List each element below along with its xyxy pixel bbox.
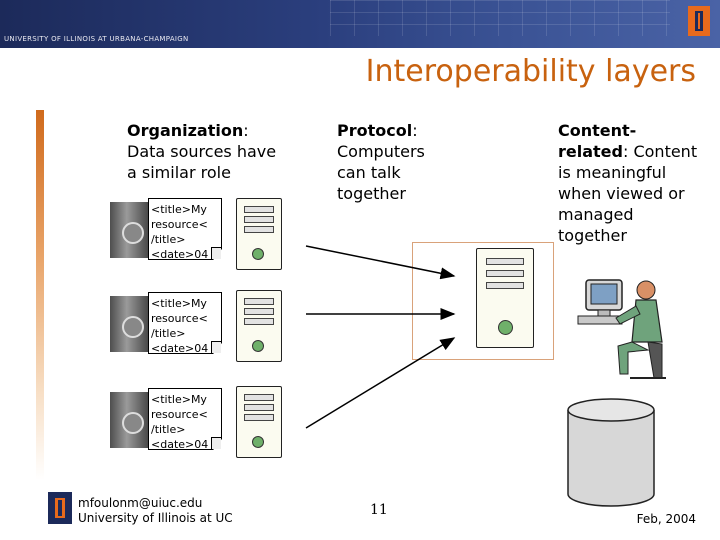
- photo-thumbnail: [110, 392, 152, 448]
- database-cylinder-icon: [567, 398, 655, 507]
- doc-line: resource<: [151, 312, 208, 325]
- desktop-computer-icon: [236, 386, 282, 458]
- left-accent-bar: [36, 110, 44, 480]
- document-icon: <title>My resource< /title> <date>04: [110, 388, 222, 452]
- footer-contact: mfoulonm@uiuc.edu University of Illinois…: [78, 496, 233, 526]
- photo-thumbnail: [110, 296, 152, 352]
- doc-line: <date>04: [151, 342, 209, 355]
- banner-text: UNIVERSITY OF ILLINOIS AT URBANA-CHAMPAI…: [4, 35, 189, 43]
- protocol-text: Protocol: Computers can talk together: [337, 120, 447, 204]
- doc-line: resource<: [151, 408, 208, 421]
- doc-line: /title>: [151, 327, 186, 340]
- footer-date: Feb, 2004: [636, 512, 696, 526]
- doc-line: <title>My: [151, 297, 207, 310]
- paper-sheet: [148, 292, 222, 354]
- desktop-computer-icon: [236, 198, 282, 270]
- content-description: : Content is meaningful when viewed or m…: [558, 142, 698, 245]
- doc-line: /title>: [151, 423, 186, 436]
- doc-line: <date>04: [151, 248, 209, 261]
- doc-line: resource<: [151, 218, 208, 231]
- paper-fold: [211, 341, 221, 353]
- protocol-description: : Computers can talk together: [337, 121, 425, 203]
- organization-description: : Data sources have a similar role: [127, 121, 277, 182]
- person-at-computer-icon: [577, 279, 666, 379]
- paper-sheet: [148, 198, 222, 260]
- arrow-bottom: [305, 337, 456, 429]
- document-metadata-text: <title>My resource< /title> <date>04: [151, 202, 208, 262]
- header-banner: UNIVERSITY OF ILLINOIS AT URBANA-CHAMPAI…: [0, 0, 720, 48]
- page-number: 11: [370, 502, 388, 518]
- arrow-top: [305, 245, 456, 280]
- footer-email: mfoulonm@uiuc.edu: [78, 496, 203, 510]
- content-text: Content-related: Content is meaningful w…: [558, 120, 703, 246]
- server-frame: [412, 242, 554, 360]
- document-icon: <title>My resource< /title> <date>04: [110, 292, 222, 356]
- document-icon: <title>My resource< /title> <date>04: [110, 198, 222, 262]
- paper-fold: [211, 437, 221, 449]
- doc-line: <title>My: [151, 203, 207, 216]
- organization-term: Organization: [127, 121, 244, 140]
- illinois-logo-icon: [48, 492, 72, 524]
- organization-text: Organization: Data sources have a simila…: [127, 120, 287, 183]
- protocol-term: Protocol: [337, 121, 413, 140]
- document-metadata-text: <title>My resource< /title> <date>04: [151, 296, 208, 356]
- server-computer-icon: [476, 248, 534, 348]
- document-metadata-text: <title>My resource< /title> <date>04: [151, 392, 208, 452]
- photo-thumbnail: [110, 202, 152, 258]
- illinois-logo-icon: [688, 6, 710, 36]
- doc-line: /title>: [151, 233, 186, 246]
- paper-sheet: [148, 388, 222, 450]
- slide-title: Interoperability layers: [365, 54, 696, 89]
- footer-institution: University of Illinois at UC: [78, 511, 233, 525]
- content-term: Content-related: [558, 121, 637, 161]
- doc-line: <date>04: [151, 438, 209, 451]
- doc-line: <title>My: [151, 393, 207, 406]
- desktop-computer-icon: [236, 290, 282, 362]
- banner-grid-pattern: [330, 0, 670, 36]
- paper-fold: [211, 247, 221, 259]
